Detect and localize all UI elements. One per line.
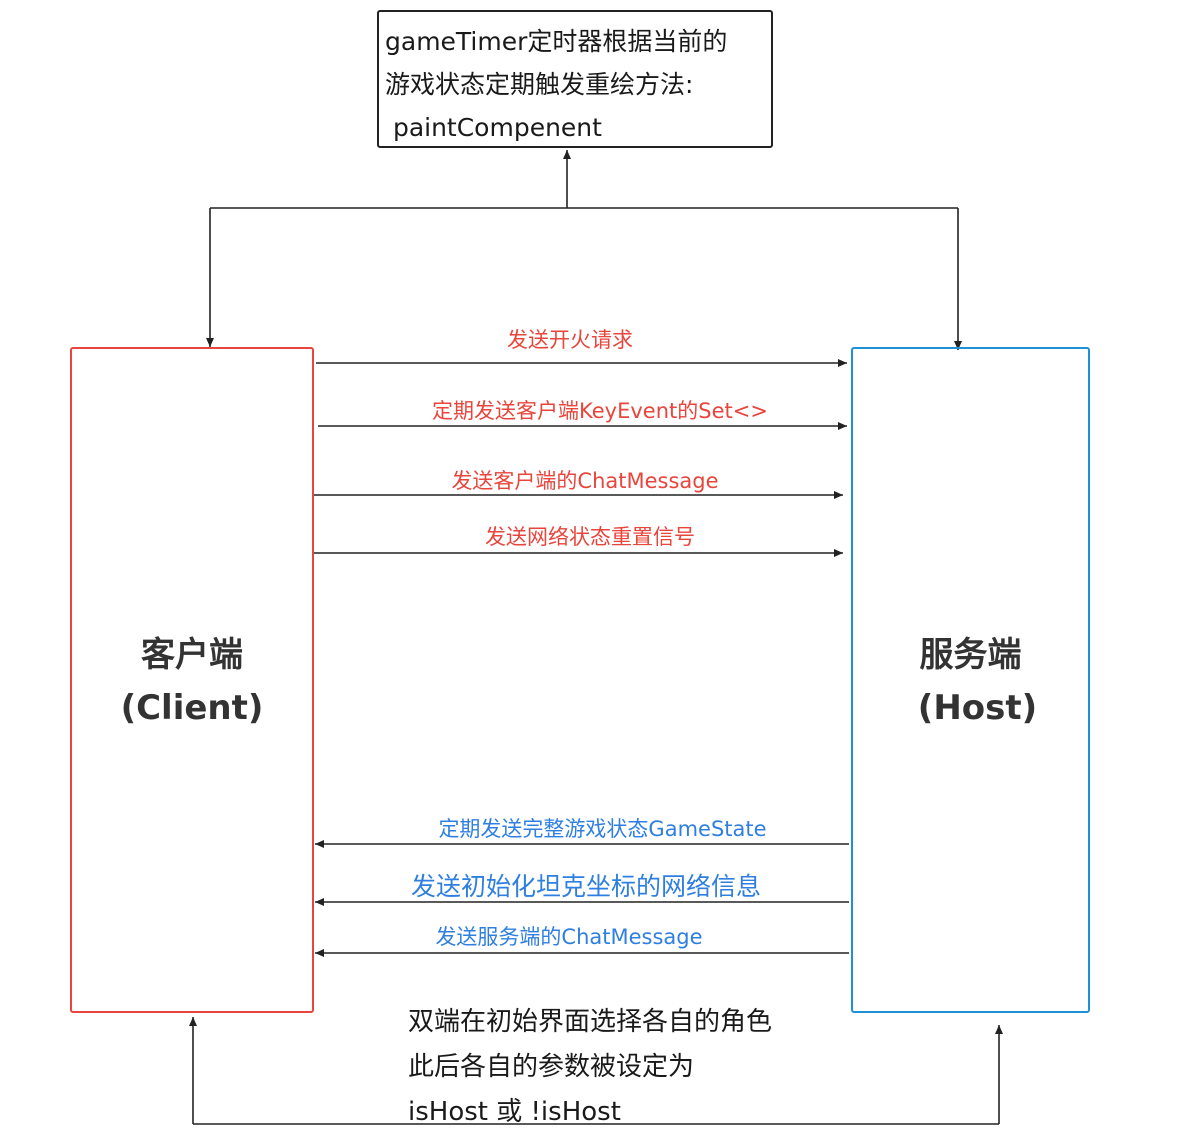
client-to-host-arrows [314, 359, 847, 557]
label-init-tank-coords: 发送初始化坦克坐标的网络信息 [410, 872, 761, 901]
note-line-3: isHost 或 !isHost [408, 1097, 621, 1127]
client-box: 客户端 (Client) [70, 347, 314, 1013]
host-title: 服务端 [919, 635, 1022, 675]
game-timer-line-3: paintCompenent [385, 113, 602, 142]
bottom-loop-connector [189, 1017, 1003, 1125]
role-selection-note: 双端在初始界面选择各自的角色 此后各自的参数被设定为 isHost 或 !isH… [408, 1000, 772, 1135]
game-timer-box: gameTimer定时器根据当前的 游戏状态定期触发重绘方法: paintCom… [377, 10, 773, 148]
label-fire-request: 发送开火请求 [507, 328, 633, 352]
label-game-state: 定期发送完整游戏状态GameState [438, 817, 767, 841]
label-network-reset: 发送网络状态重置信号 [485, 525, 695, 549]
top-loop-connector [206, 150, 962, 350]
client-title: 客户端 [141, 635, 243, 675]
note-line-2: 此后各自的参数被设定为 [408, 1052, 695, 1082]
client-subtitle: (Client) [120, 688, 264, 728]
label-key-event-set: 定期发送客户端KeyEvent的Set<> [432, 399, 768, 423]
host-box: 服务端 (Host) [851, 347, 1090, 1013]
game-timer-line-1: gameTimer定时器根据当前的 [385, 27, 728, 56]
note-line-1: 双端在初始界面选择各自的角色 [408, 1007, 773, 1037]
host-to-client-arrows [315, 840, 849, 957]
game-timer-line-2: 游戏状态定期触发重绘方法: [385, 70, 694, 99]
label-host-chat: 发送服务端的ChatMessage [435, 925, 703, 949]
label-client-chat: 发送客户端的ChatMessage [451, 469, 719, 493]
host-subtitle: (Host) [917, 688, 1038, 728]
